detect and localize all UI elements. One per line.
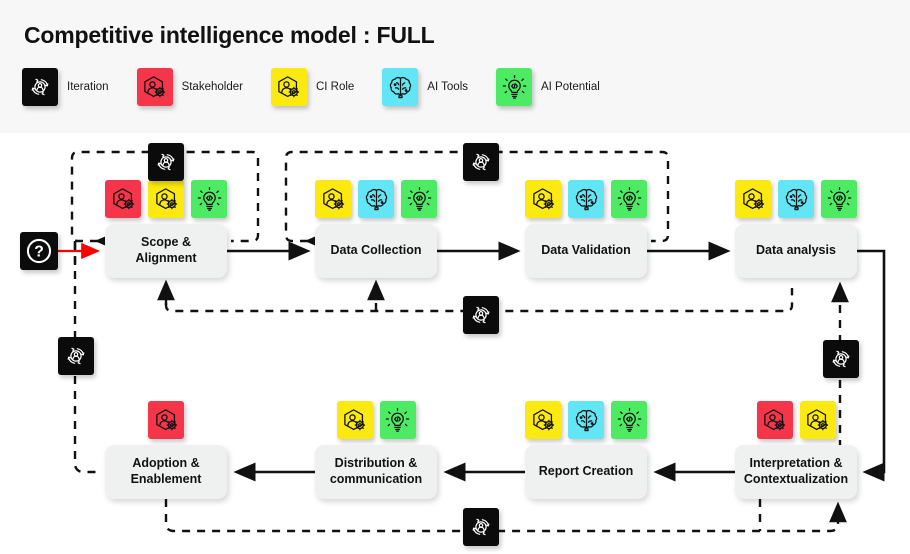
tag-stack-interpretation (756, 401, 836, 439)
iteration-icon (58, 337, 94, 375)
legend-item-aipotential: AI Potential (496, 68, 600, 106)
diagram-canvas: ? Scope & Alignment (0, 133, 910, 554)
header-bar: Competitive intelligence model : FULL It… (0, 0, 910, 133)
ai-tools-icon (568, 401, 604, 439)
ci-role-icon (525, 180, 561, 218)
process-node-analysis[interactable]: Data analysis (735, 224, 857, 278)
iteration-icon (22, 68, 58, 106)
iteration-icon (463, 143, 499, 181)
process-node-label: Adoption & Enablement (130, 456, 202, 486)
ai-potential-icon (496, 68, 532, 106)
process-node-report[interactable]: Report Creation (525, 445, 647, 499)
process-node-adoption[interactable]: Adoption & Enablement (105, 445, 227, 499)
process-node-label: Data Collection (330, 243, 422, 258)
iteration-icon (463, 508, 499, 546)
process-node-collection[interactable]: Data Collection (315, 224, 437, 278)
tag-stack-distribution (336, 401, 416, 439)
iteration-icon (823, 340, 859, 378)
process-node-label: Data Validation (541, 243, 631, 258)
tag-stack-report (525, 401, 647, 439)
stakeholder-icon (148, 401, 184, 439)
ai-potential-icon (611, 180, 647, 218)
stakeholder-icon (105, 180, 141, 218)
legend-label: Stakeholder (181, 81, 243, 93)
tag-stack-scope (105, 180, 227, 218)
ai-potential-icon (821, 180, 857, 218)
tag-stack-adoption (148, 401, 184, 439)
ci-role-icon (525, 401, 561, 439)
legend-label: Iteration (67, 81, 109, 93)
ai-potential-icon (401, 180, 437, 218)
ci-role-icon (148, 180, 184, 218)
ai-potential-icon (191, 180, 227, 218)
legend-label: AI Potential (541, 81, 600, 93)
stakeholder-icon (136, 68, 173, 106)
ci-role-icon (336, 401, 373, 439)
process-node-interpretation[interactable]: Interpretation & Contextualization (735, 445, 857, 499)
ci-role-icon (315, 180, 351, 218)
tag-stack-analysis (735, 180, 857, 218)
ci-role-icon (270, 68, 307, 106)
tag-stack-collection (315, 180, 437, 218)
process-node-label: Scope & Alignment (135, 235, 197, 265)
process-node-label: Distribution & communication (329, 456, 423, 486)
ai-tools-icon (382, 68, 419, 106)
legend: Iteration Stakeholder CI Role AI Tools (22, 68, 628, 106)
iteration-icon (463, 296, 499, 334)
ai-tools-icon (778, 180, 814, 218)
legend-label: AI Tools (427, 81, 468, 93)
ai-tools-icon (568, 180, 604, 218)
ai-potential-icon (379, 401, 416, 439)
ai-potential-icon (611, 401, 647, 439)
process-node-scope[interactable]: Scope & Alignment (105, 224, 227, 278)
svg-text:?: ? (34, 244, 44, 261)
iteration-icon (148, 143, 184, 181)
legend-item-iteration: Iteration (22, 68, 109, 106)
process-node-label: Interpretation & Contextualization (743, 456, 849, 486)
process-node-validation[interactable]: Data Validation (525, 224, 647, 278)
legend-item-cirole: CI Role (270, 68, 355, 106)
legend-item-stakeholder: Stakeholder (136, 68, 243, 106)
ci-role-icon (735, 180, 771, 218)
question-mark-icon: ? (20, 232, 58, 270)
stakeholder-icon (756, 401, 793, 439)
process-node-label: Report Creation (538, 464, 634, 479)
ci-role-icon (799, 401, 836, 439)
tag-stack-validation (525, 180, 647, 218)
process-node-distribution[interactable]: Distribution & communication (315, 445, 437, 499)
legend-item-aitools: AI Tools (382, 68, 468, 106)
legend-label: CI Role (315, 81, 355, 93)
process-node-label: Data analysis (756, 243, 836, 258)
ai-tools-icon (358, 180, 394, 218)
page-title: Competitive intelligence model : FULL (24, 22, 435, 48)
